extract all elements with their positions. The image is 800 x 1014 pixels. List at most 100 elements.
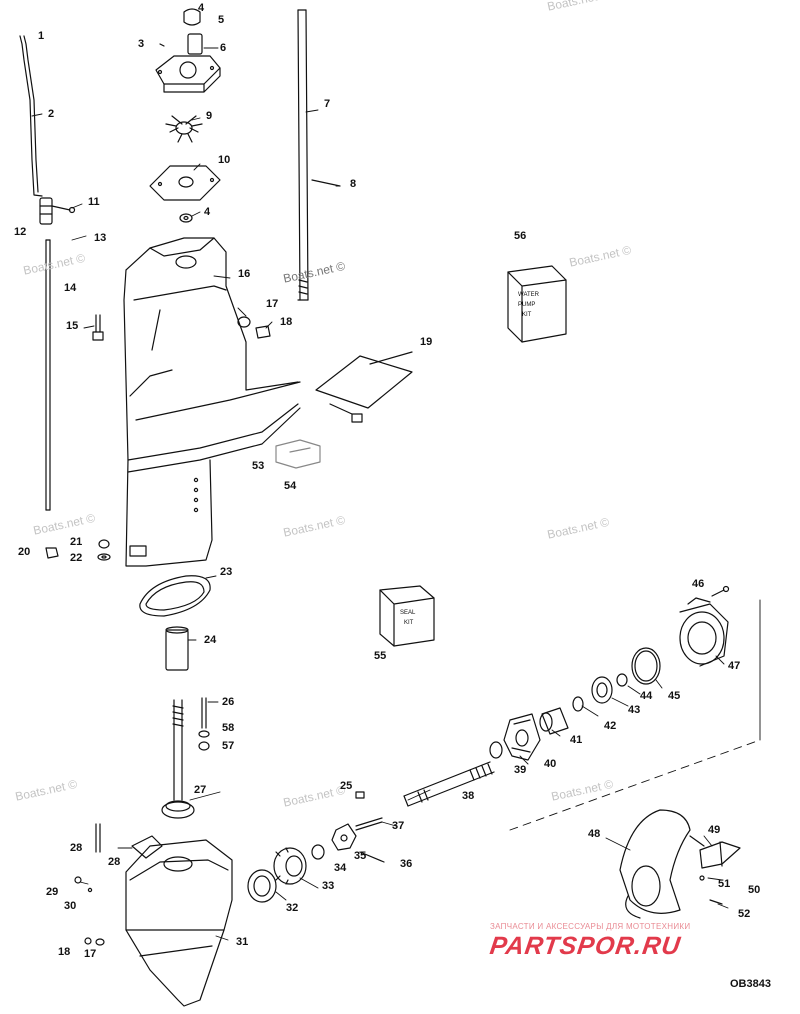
callout: 29: [46, 886, 59, 898]
callout: 47: [728, 660, 741, 672]
pin-36: [359, 851, 385, 863]
seal-4: [179, 213, 193, 223]
shift-rod-lower: [45, 239, 51, 511]
callout: 37: [392, 820, 405, 832]
washer-42: [572, 696, 584, 712]
nut-57: [198, 741, 210, 751]
kit-label-line: KIT: [404, 620, 414, 626]
washer-22: [97, 553, 111, 561]
part-25: [355, 791, 365, 799]
leader-lines: [31, 47, 729, 941]
callout: 6: [220, 42, 227, 54]
kit-label-line: KIT: [522, 312, 532, 318]
callout: 34: [334, 862, 347, 874]
washer-17-lower: [95, 938, 105, 946]
callout: 9: [206, 110, 213, 122]
driveshaft-27: [161, 699, 195, 819]
callout: 49: [708, 824, 721, 836]
screw-18-lower: [84, 937, 92, 945]
callout: 1: [38, 30, 45, 42]
callout: 17: [84, 948, 97, 960]
stud-26: [201, 697, 207, 729]
callout: 21: [70, 536, 83, 548]
callout: 35: [354, 850, 367, 862]
water-pump-body: [155, 8, 221, 93]
pump-plate: [149, 165, 221, 201]
callout: 53: [252, 460, 265, 472]
seal-kit-label: SEAL KIT: [400, 610, 416, 626]
nut-21: [98, 539, 110, 549]
callout: 50: [748, 884, 761, 896]
decal-19: [315, 351, 413, 409]
water-pump-kit-label: WATER PUMP KIT: [518, 292, 540, 318]
trim-screw: [329, 403, 363, 423]
callout: 18: [280, 316, 293, 328]
screw-18-upper: [255, 325, 271, 339]
callout: 28: [108, 856, 121, 868]
callout: 39: [514, 764, 527, 776]
washer-51: [699, 875, 705, 881]
callout: 17: [266, 298, 279, 310]
washer-17-upper: [237, 316, 251, 328]
pin-52: [709, 899, 723, 905]
seal-kit-box: [379, 585, 435, 647]
gear-40: [503, 713, 541, 761]
drawing-code: OB3843: [730, 978, 771, 990]
washer-58: [198, 730, 210, 738]
water-pump-kit-box: [507, 265, 567, 343]
callout: 58: [222, 722, 235, 734]
callout: 44: [640, 690, 653, 702]
callout: 55: [374, 650, 387, 662]
centerline: [509, 739, 761, 831]
callout: 3: [138, 38, 145, 50]
callout: 31: [236, 936, 249, 948]
stud-28: [95, 823, 101, 853]
callout: 25: [340, 780, 353, 792]
washer-39: [489, 741, 503, 759]
driveshaft-7: [297, 9, 309, 301]
callout: 40: [544, 758, 557, 770]
banner-caption: ЗАПЧАСТИ И АКСЕССУАРЫ ДЛЯ МОТОТЕХНИКИ: [490, 922, 691, 931]
gasket-23: [139, 575, 211, 617]
callout: 19: [420, 336, 433, 348]
clutch-35: [331, 823, 357, 851]
propeller-48: [619, 809, 705, 919]
bolt-15: [92, 314, 104, 341]
callout: 13: [94, 232, 107, 244]
bearing-32: [247, 869, 277, 903]
callout: 43: [628, 704, 641, 716]
callout: 26: [222, 696, 235, 708]
spinner-49: [699, 841, 741, 869]
kit-label-line: PUMP: [518, 302, 535, 308]
callout: 5: [218, 14, 225, 26]
callout: 4: [204, 206, 211, 218]
callout: 22: [70, 552, 83, 564]
callout: 27: [194, 784, 207, 796]
oring-44: [616, 673, 628, 687]
washer-30: [87, 887, 93, 893]
oring-45: [631, 647, 661, 685]
washer-34: [311, 844, 325, 860]
callout: 41: [570, 734, 583, 746]
callout: 52: [738, 908, 751, 920]
callout: 15: [66, 320, 79, 332]
gear-33: [273, 847, 307, 885]
callout: 28: [70, 842, 83, 854]
callout: 20: [18, 546, 31, 558]
callout: 4: [198, 2, 205, 14]
driveshaft-housing: [123, 237, 301, 567]
callout: 57: [222, 740, 235, 752]
kit-label-line: WATER: [518, 292, 540, 298]
callout: 12: [14, 226, 27, 238]
screw-46: [711, 585, 730, 597]
callout: 48: [588, 828, 601, 840]
callout: 33: [322, 880, 335, 892]
callout: 10: [218, 154, 231, 166]
callout: 32: [286, 902, 299, 914]
callout: 30: [64, 900, 77, 912]
shift-rod-upper: [19, 35, 43, 197]
callout: 24: [204, 634, 217, 646]
callout: 14: [64, 282, 77, 294]
sleeve-24: [165, 626, 189, 671]
